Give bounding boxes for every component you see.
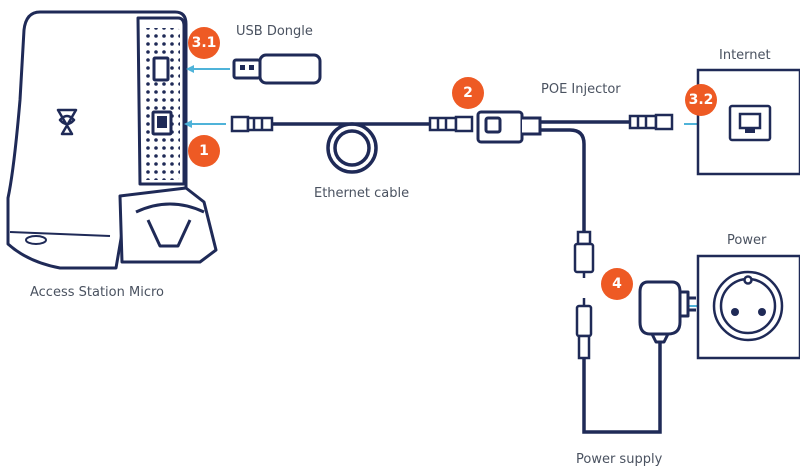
power-supply-label: Power supply	[576, 452, 663, 467]
poe-cables	[540, 120, 630, 232]
usb-dongle	[232, 53, 322, 85]
power-outlet	[696, 254, 800, 360]
internet-wall-socket	[696, 68, 800, 176]
step-2-badge: 2	[452, 77, 484, 109]
rj45-plug-left	[230, 115, 274, 133]
step-3-1-badge: 3.1	[188, 27, 220, 59]
access-station-label: Access Station Micro	[30, 285, 164, 300]
power-supply-cable	[582, 340, 662, 434]
access-station-device	[6, 10, 218, 270]
rj45-plug-right	[628, 113, 674, 131]
step-1-badge: 1	[188, 135, 220, 167]
dc-jack	[573, 230, 595, 278]
power-label: Power	[727, 233, 767, 248]
ethernet-cable	[272, 122, 430, 174]
step-3-2-badge: 3.2	[685, 84, 717, 116]
rj45-plug-middle	[428, 115, 474, 133]
internet-label: Internet	[719, 48, 771, 63]
poe-injector	[476, 110, 542, 144]
usb-dongle-label: USB Dongle	[236, 24, 313, 39]
dc-plug	[575, 298, 593, 360]
power-adapter	[638, 280, 696, 344]
poe-injector-label: POE Injector	[541, 82, 621, 97]
ethernet-cable-label: Ethernet cable	[314, 186, 410, 201]
step-4-badge: 4	[601, 268, 633, 300]
